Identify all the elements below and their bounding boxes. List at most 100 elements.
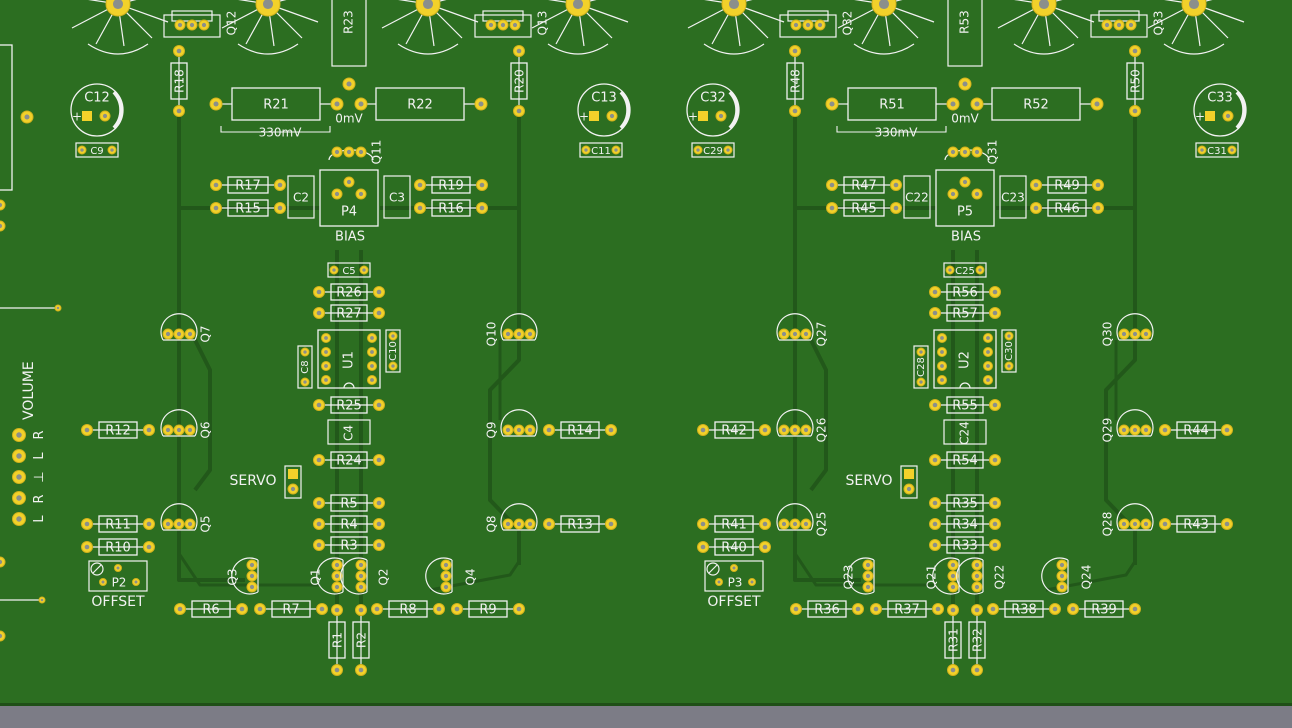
pad-hole [792,521,798,527]
pad-hole [793,22,799,28]
pad-hole [376,289,382,295]
pad-hole [1121,521,1127,527]
pad-hole [527,331,533,337]
capacitor-outline [1001,329,1017,373]
pad-hole [500,22,506,28]
pad-hole [213,182,219,188]
resistor-body [1084,600,1124,618]
pad-hole [792,427,798,433]
pad-hole [992,310,998,316]
pad-hole [974,573,980,579]
transistor-label: Q10 [485,322,499,347]
pad-hole [865,573,871,579]
pad-hole [1225,113,1231,119]
resistor-label: R35 [952,497,978,512]
pad-hole [417,182,423,188]
resistor-label: R55 [952,399,978,414]
pad-hole [505,427,511,433]
resistor-body [330,304,368,322]
resistor-body [330,283,368,301]
pad-hole [1200,148,1204,152]
capacitor-label: C30 [1004,341,1015,361]
resistor-label: R31 [947,628,961,652]
copper-trace [193,339,212,492]
resistor-body [330,451,368,469]
pad-hole [829,182,835,188]
pad-hole [805,22,811,28]
electrolytic-pad [82,111,92,121]
pad-hole [932,457,938,463]
pad-hole [165,331,171,337]
resistor-label: R48 [789,69,803,93]
pad-hole [986,378,990,382]
pad-hole [332,268,336,272]
pad-hole [16,495,22,501]
pad-hole [527,521,533,527]
pad-hole [319,606,325,612]
resistor-body [946,515,984,533]
resistor-body [946,536,984,554]
capacitor-label: C33 [1207,91,1233,106]
opamp-outline [317,329,381,389]
pad-hole [1132,48,1138,54]
resistor-body [560,515,600,533]
pad-hole [1143,427,1149,433]
pad-hole [1116,22,1122,28]
pad-hole [84,544,90,550]
transistor-outline [776,503,814,531]
heatsink-curve [547,43,609,55]
pin-label-2: R [32,494,47,503]
measure-label: 0mV [335,112,363,126]
transistor-label: Q4 [464,568,478,585]
electrolytic-stripe [728,90,740,130]
copper-trace [178,554,320,587]
pad-hole [974,191,980,197]
pad-hole [391,334,395,338]
resistor-label: R8 [399,603,416,618]
pad-hole [932,402,938,408]
pad-hole [1038,0,1050,10]
power-transistor-label: Q13 [536,11,550,36]
resistor-label: R14 [567,424,593,439]
pad-hole [1070,606,1076,612]
heatsink-curve [87,43,149,55]
offset-pot-slot [708,564,718,574]
pad-hole [376,521,382,527]
pcb-substrate [0,0,1292,704]
resistor-label: R2 [355,632,369,648]
copper-trace [809,339,828,492]
pad-hole [1132,108,1138,114]
pin-label-5: R [32,430,47,439]
power-transistor-outline [779,14,837,38]
pad-hole [516,108,522,114]
measure-label: 330mV [259,126,303,140]
pad-hole [488,22,494,28]
pad-hole [187,521,193,527]
transistor-label: Q27 [815,322,829,347]
pad-hole [1162,427,1168,433]
resistor-body [352,621,370,659]
offset-pot-knob [706,562,720,576]
heatsink-curve [1163,43,1225,55]
pad-hole [803,427,809,433]
pad-hole [176,108,182,114]
resistor-label: R38 [1011,603,1037,618]
pad-hole [165,427,171,433]
pad-hole [974,101,980,107]
resistor-label: R53 [958,10,972,34]
pad-hole [505,521,511,527]
pad-hole [614,148,618,152]
resistor-body [271,600,311,618]
pad-hole [608,427,614,433]
pad-hole [992,402,998,408]
power-transistor-label: Q32 [841,11,855,36]
transistor-outline [316,557,344,595]
pad-hole [516,331,522,337]
pad-hole [974,667,980,673]
resistor-body [170,62,188,100]
resistor-label: R11 [105,518,131,533]
resistor-body [98,421,138,439]
pad-hole [978,268,982,272]
pad-hole [417,205,423,211]
